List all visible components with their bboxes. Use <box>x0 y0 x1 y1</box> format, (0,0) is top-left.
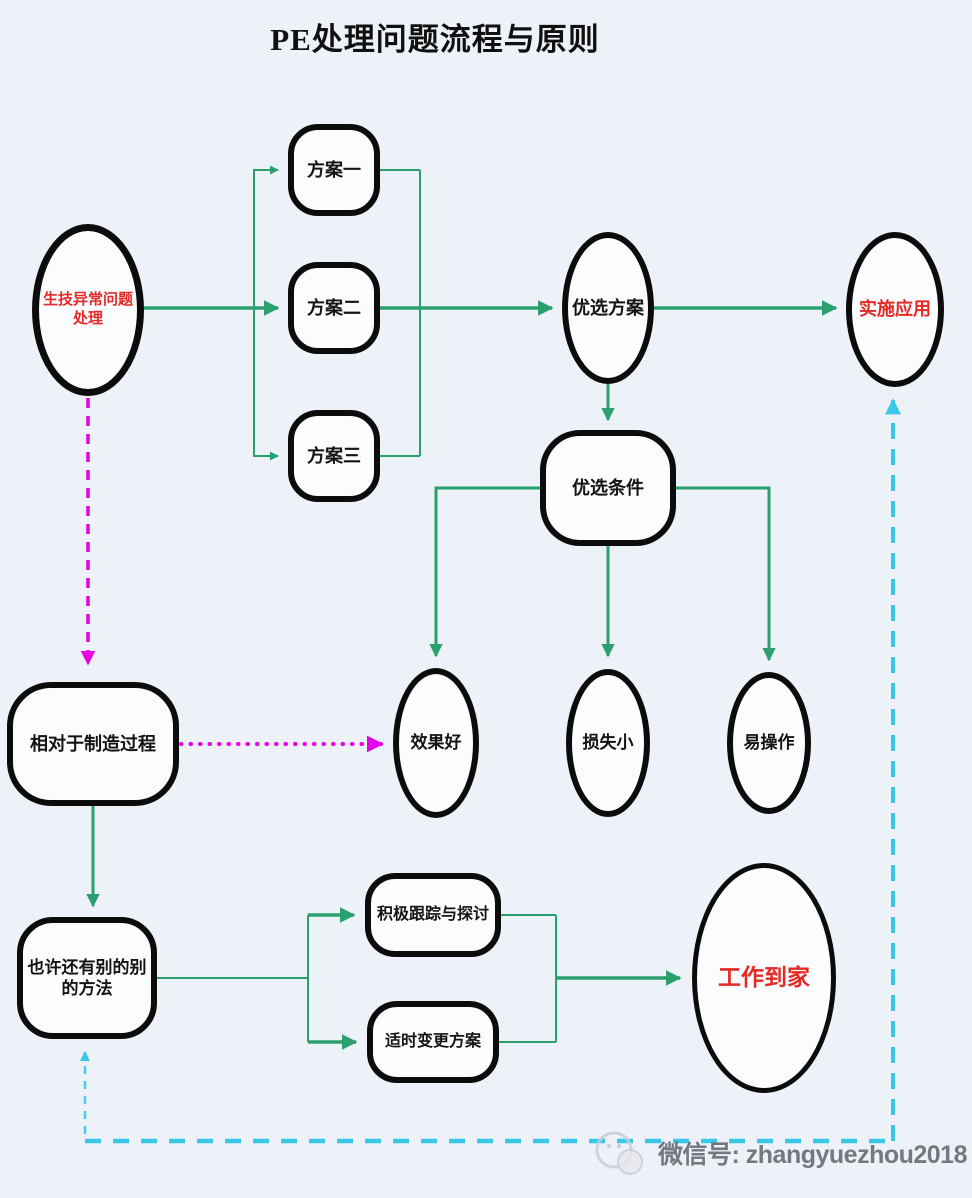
node-effect-good-label: 效果好 <box>410 733 462 753</box>
node-select-plan: 优选方案 <box>562 232 654 384</box>
node-select-plan-label: 优选方案 <box>572 297 644 318</box>
node-track-discuss: 积极跟踪与探讨 <box>365 873 501 957</box>
node-plan3: 方案三 <box>288 410 380 502</box>
node-plan2-label: 方案二 <box>307 297 361 318</box>
node-implement-label: 实施应用 <box>859 299 931 320</box>
node-work-done-label: 工作到家 <box>718 964 810 990</box>
connector-plans-merge <box>379 169 421 457</box>
connector-problem-to-plan1 <box>253 165 279 308</box>
page-title: PE处理问题流程与原则 <box>270 22 600 57</box>
node-track-discuss-label: 积极跟踪与探讨 <box>376 906 489 923</box>
node-relative-process: 相对于制造过程 <box>7 682 179 806</box>
node-criteria: 优选条件 <box>540 430 676 546</box>
connector-criteria-to-effect <box>429 486 540 658</box>
node-relative-process-label: 相对于制造过程 <box>30 733 156 754</box>
node-plan1: 方案一 <box>288 124 380 216</box>
node-problem-label-line2: 处理 <box>72 311 103 327</box>
node-loss-small-label: 损失小 <box>582 733 634 753</box>
node-change-plan: 适时变更方案 <box>367 1001 499 1083</box>
wechat-icon <box>595 1131 643 1175</box>
node-maybe-other: 也许还有别的别 的方法 <box>17 917 157 1039</box>
node-plan1-label: 方案一 <box>307 159 361 180</box>
node-problem: 生技异常问题 处理 <box>32 224 144 396</box>
node-easy-operate-label: 易操作 <box>743 733 795 753</box>
connector-maybe-branch <box>157 915 309 1042</box>
node-work-done: 工作到家 <box>692 863 836 1093</box>
node-maybe-other-label-line2: 的方法 <box>61 979 113 998</box>
watermark: 微信号: zhangyuezhou2018 <box>588 1122 968 1184</box>
watermark-text: 微信号: zhangyuezhou2018 <box>658 1141 968 1169</box>
connector-problem-to-plan3 <box>253 308 279 461</box>
node-effect-good: 效果好 <box>393 668 479 818</box>
node-plan3-label: 方案三 <box>307 445 361 466</box>
node-implement: 实施应用 <box>846 232 944 387</box>
connector-criteria-to-easy <box>676 486 776 662</box>
node-loss-small: 损失小 <box>566 669 650 817</box>
node-criteria-label: 优选条件 <box>572 477 644 498</box>
node-easy-operate: 易操作 <box>727 672 811 814</box>
node-change-plan-label: 适时变更方案 <box>384 1033 481 1050</box>
node-problem-label-line1: 生技异常问题 <box>42 292 133 309</box>
node-plan2: 方案二 <box>288 262 380 354</box>
connector-actions-merge <box>499 914 557 1043</box>
node-maybe-other-label-line1: 也许还有别的别 <box>27 957 147 977</box>
